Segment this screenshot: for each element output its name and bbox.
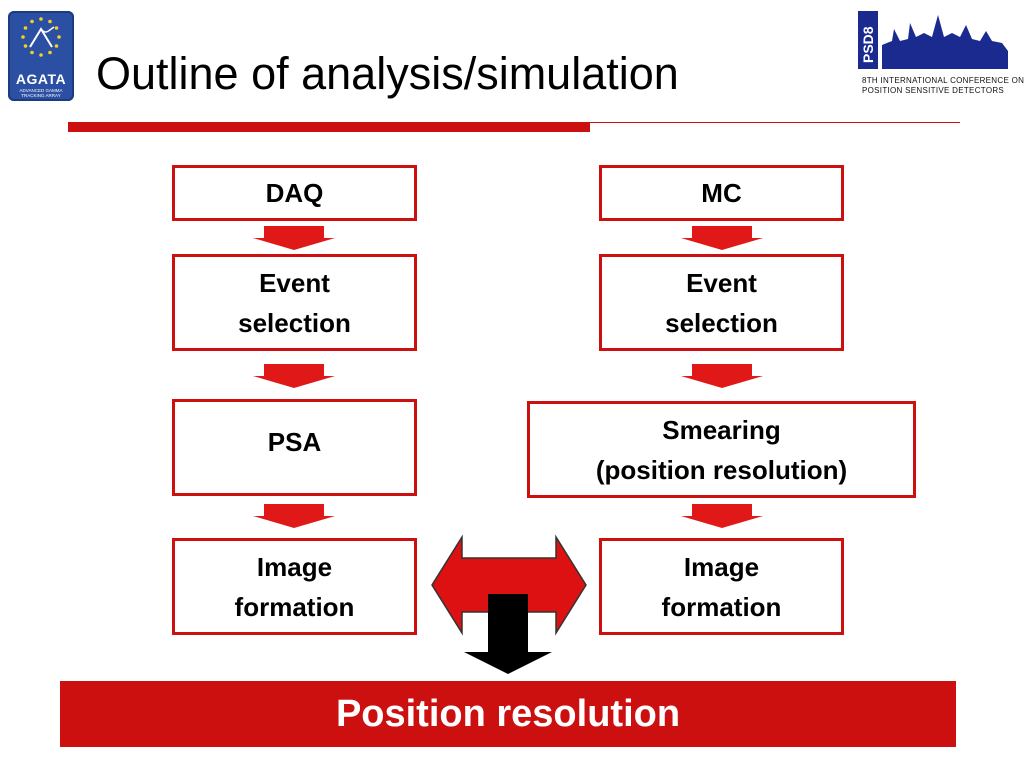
result-banner: Position resolution [60,681,956,747]
left-box-event-selection: Event selection [172,254,417,351]
left-box-event-selection-label: Event selection [238,267,351,338]
left-box-psa-label: PSA [267,427,322,457]
right-box-event-selection-label: Event selection [665,267,778,338]
psd8-logo: PSD8 [858,11,1008,69]
right-box-mc-label: MC [701,178,742,208]
down-arrow-icon [681,504,763,528]
right-box-smearing-label: Smearing (position resolution) [595,414,848,485]
psd8-caption: 8TH INTERNATIONAL CONFERENCE ON POSITION… [862,76,1024,96]
right-box-smearing: Smearing (position resolution) [527,401,916,498]
result-label: Position resolution [335,692,681,735]
right-box-mc: MC [599,165,844,221]
agata-logo-subtext: ADVANCED GAMMA TRACKING ARRAY [19,88,63,98]
down-arrow-icon [253,364,335,388]
psd8-caption-line2: POSITION SENSITIVE DETECTORS [862,86,1005,95]
left-box-image-formation: Image formation [172,538,417,635]
compare-double-arrow-icon [431,534,587,674]
title-underline-thin [590,122,960,123]
left-box-psa: PSA [172,399,417,496]
left-box-image-formation-label: Image formation [234,551,355,622]
agata-logo-text: AGATA [15,71,67,87]
agata-logo: AGATA ADVANCED GAMMA TRACKING ARRAY [8,11,74,101]
page-title: Outline of analysis/simulation [96,48,679,99]
down-arrow-icon [253,226,335,250]
right-box-image-formation-label: Image formation [661,551,782,622]
eu-stars-icon [21,17,61,57]
down-arrow-icon [681,226,763,250]
right-box-image-formation: Image formation [599,538,844,635]
right-box-event-selection: Event selection [599,254,844,351]
psd8-logo-text: PSD8 [860,26,876,63]
down-arrow-icon [253,504,335,528]
title-underline [68,122,590,132]
down-arrow-icon [681,364,763,388]
left-box-daq: DAQ [172,165,417,221]
left-box-daq-label: DAQ [265,178,324,208]
psd8-caption-line1: 8TH INTERNATIONAL CONFERENCE ON [862,76,1024,85]
